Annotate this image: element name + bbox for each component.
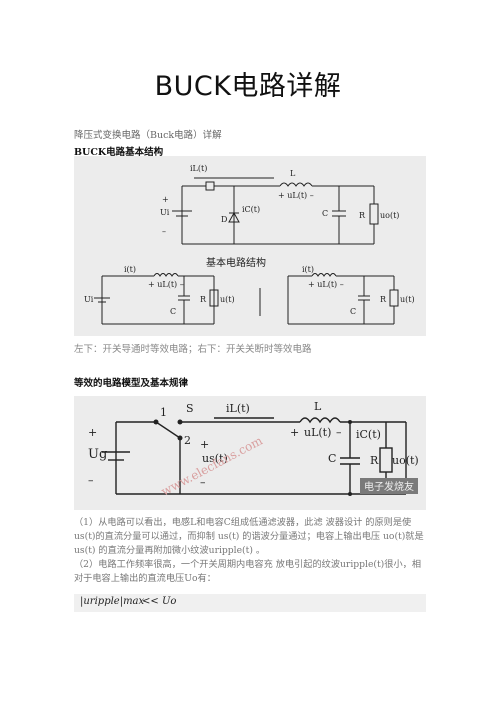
uo-label: uo(t) xyxy=(380,211,399,220)
formula-rhs: Uo xyxy=(162,596,177,607)
uo-small-left: u(t) xyxy=(220,295,235,304)
resistor-label: R xyxy=(359,211,366,220)
ul-label-2: uL(t) xyxy=(304,426,331,439)
ripple-formula: |uripple|max << Uo xyxy=(74,594,426,612)
inductor-label: L xyxy=(290,169,296,178)
section-heading-model: 等效的电路模型及基本规律 xyxy=(74,378,189,389)
paragraph-1: （1）从电路可以看出，电感L和电容C组成低通滤波器，此滤 波器设计 的原则是使 … xyxy=(74,517,424,556)
ic-label-2: iC(t) xyxy=(356,428,381,441)
uo-small-right: u(t) xyxy=(400,295,415,304)
node-1-label: 1 xyxy=(160,406,167,419)
us-minus: – xyxy=(200,476,206,489)
ui-small-left: Ui xyxy=(84,295,94,304)
ul-small-left: + uL(t) – xyxy=(148,280,184,289)
plus-sign: + xyxy=(162,195,169,204)
il-label: iL(t) xyxy=(190,164,207,173)
page-title: BUCK电路详解 xyxy=(154,71,342,102)
r-small-right: R xyxy=(380,295,387,304)
us-label: us(t) xyxy=(202,452,228,465)
minus-sign: – xyxy=(162,227,166,236)
equivalent-model-diagram: 1 2 S iL(t) L + uL(t) – Ug + – + us(t) –… xyxy=(88,400,419,499)
i-small-left: i(t) xyxy=(124,265,136,274)
ic-label: iC(t) xyxy=(242,205,260,214)
ug-minus: – xyxy=(88,474,94,487)
ug-label: Ug xyxy=(88,447,107,462)
formula-op: << xyxy=(142,596,159,607)
ul-minus: – xyxy=(336,426,342,439)
logo-badge xyxy=(360,478,418,494)
c-small-left: C xyxy=(170,307,176,316)
switch-label: S xyxy=(186,402,194,415)
us-plus: + xyxy=(200,438,209,451)
buck-structure-figure: iL(t) L + uL(t) – Ui D iC(t) C R uo(t) +… xyxy=(74,156,426,336)
formula-lhs: |uripple|max xyxy=(80,596,145,607)
capacitor-label: C xyxy=(322,209,328,218)
ui-label: Ui xyxy=(160,208,170,217)
c-small-right: C xyxy=(350,307,356,316)
ul-small-right: + uL(t) – xyxy=(308,280,344,289)
node-2-label: 2 xyxy=(184,434,191,447)
buck-structure-diagram: iL(t) L + uL(t) – Ui D iC(t) C R uo(t) +… xyxy=(84,164,415,325)
inductor-label-2: L xyxy=(314,400,322,413)
ul-label: + uL(t) – xyxy=(278,191,314,200)
diode-label: D xyxy=(221,215,227,224)
r-small-left: R xyxy=(200,295,207,304)
il-label-2: iL(t) xyxy=(226,402,250,415)
watermark-text: www.elecfans.com xyxy=(159,433,266,499)
ug-plus: + xyxy=(88,426,97,439)
capacitor-label-2: C xyxy=(328,452,336,465)
structure-label: 基本电路结构 xyxy=(206,256,266,269)
ul-plus: + xyxy=(290,426,299,439)
paragraph-2: （2）电路工作频率很高，一个开关周期内电容充 放电引起的纹波uripple(t)… xyxy=(74,559,422,584)
equivalent-model-figure: 1 2 S iL(t) L + uL(t) – Ug + – + us(t) –… xyxy=(74,396,426,510)
figure1-caption: 左下：开关导通时等效电路；右下：开关关断时等效电路 xyxy=(74,344,312,355)
intro-text: 降压式变换电路（Buck电路）详解 xyxy=(74,130,222,141)
uo-label-2: uo(t) xyxy=(392,454,419,467)
resistor-label-2: R xyxy=(370,454,379,467)
section-heading-structure: BUCK电路基本结构 xyxy=(74,147,164,158)
i-small-right: i(t) xyxy=(302,265,314,274)
logo-text: 电子发烧友 xyxy=(364,480,414,493)
